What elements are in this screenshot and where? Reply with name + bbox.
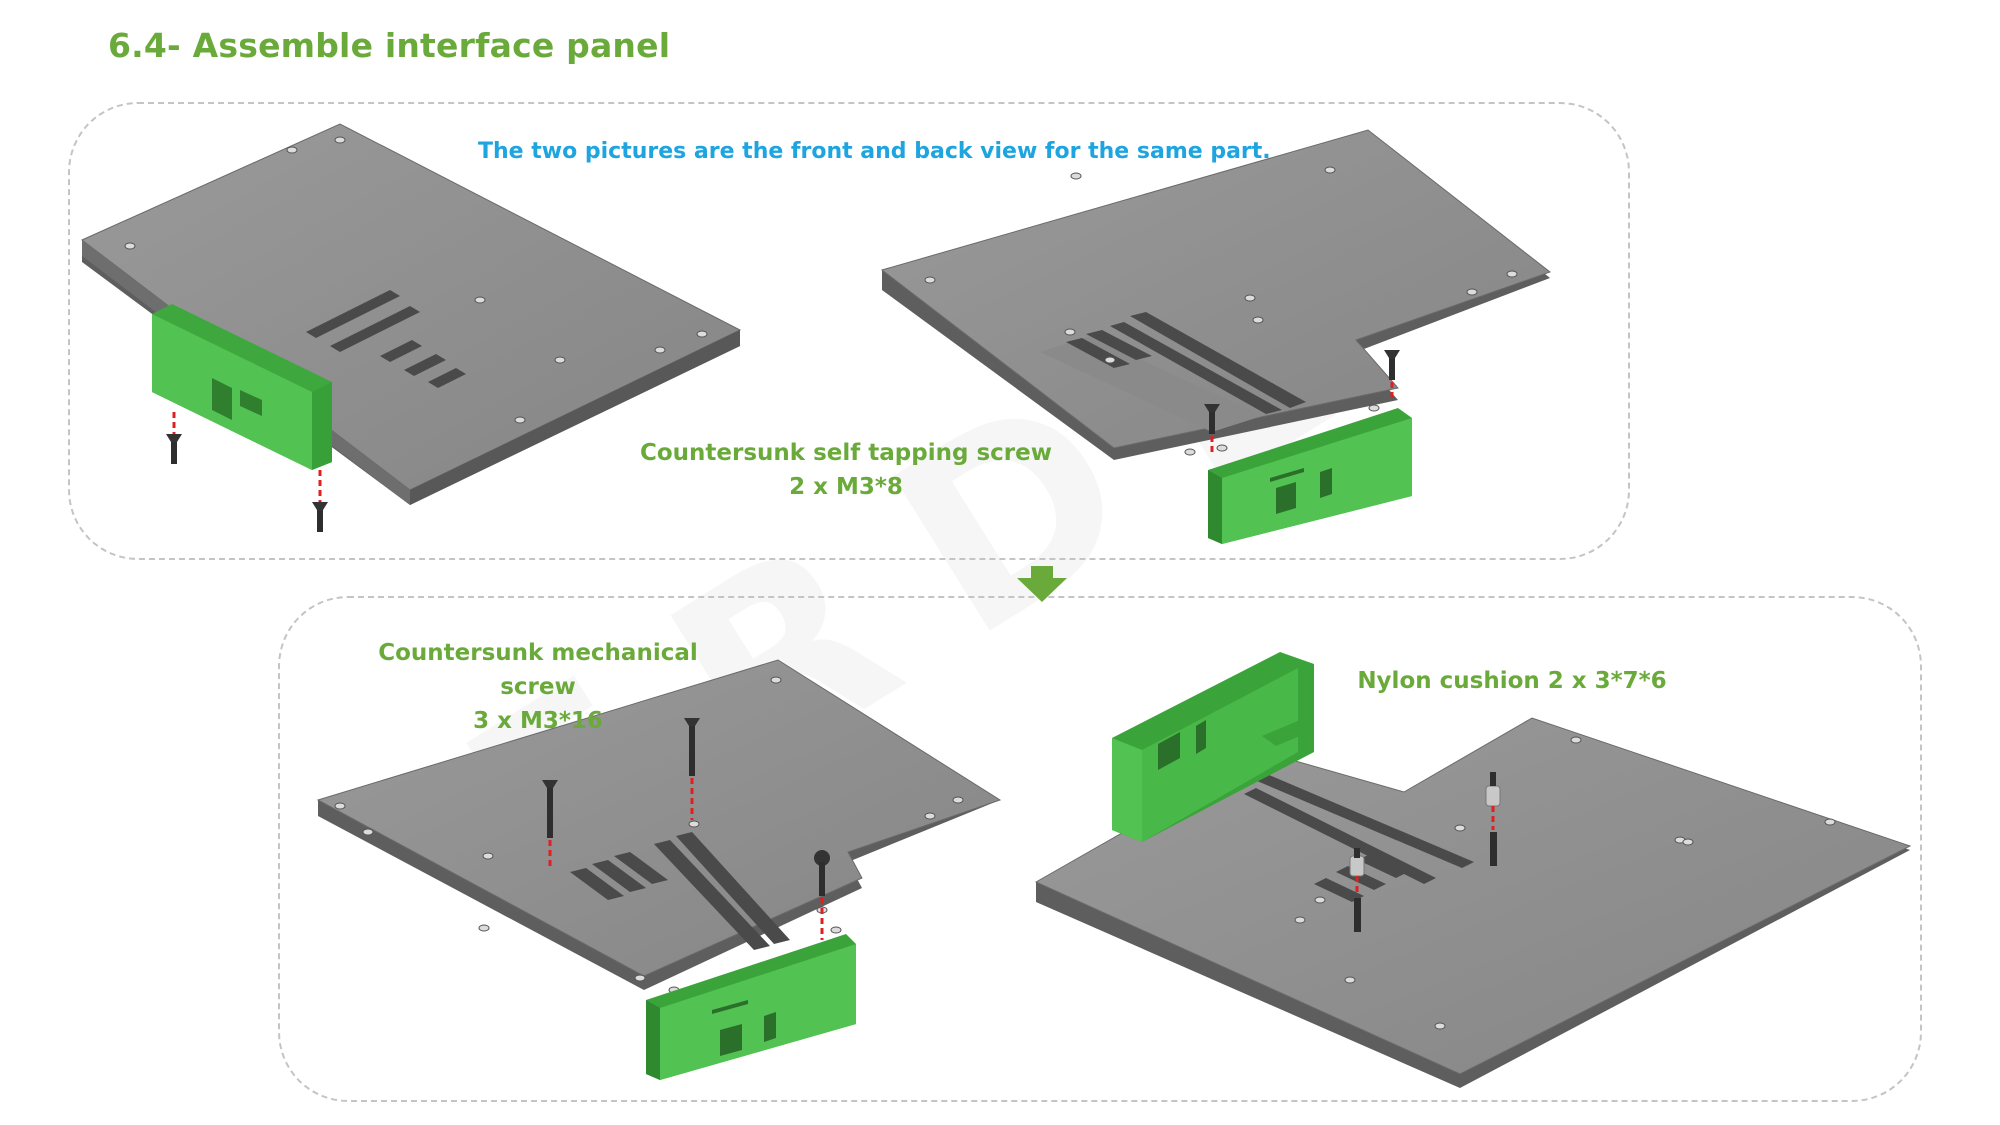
- screw-icon: [166, 412, 182, 464]
- mechanical-screw-label: Countersunk mechanical screw 3 x M3*16: [338, 636, 738, 738]
- plate-nylon-cushions: [1034, 652, 1912, 1088]
- screw-icon: [1204, 404, 1220, 452]
- down-arrow-icon: [1017, 566, 1067, 602]
- mechanical-screw-name: Countersunk mechanical screw: [378, 640, 698, 700]
- self-tapping-screw-qty: 2 x M3*8: [789, 474, 903, 500]
- screw-icon: [1384, 350, 1400, 400]
- plate-back-view: [880, 129, 1552, 544]
- green-bracket-bottom-right: [1112, 652, 1314, 842]
- plate-mechanical-screws: [316, 659, 1002, 1080]
- mechanical-screw-icon: [814, 850, 830, 940]
- plate-front-view: [81, 123, 742, 505]
- top-step-frame: [68, 102, 1630, 560]
- screw-icon: [312, 470, 328, 532]
- mechanical-screw-qty: 3 x M3*16: [473, 708, 603, 734]
- self-tapping-screw-name: Countersunk self tapping screw: [640, 440, 1052, 466]
- mechanical-screw-icon: [684, 718, 700, 820]
- self-tapping-screw-label: Countersunk self tapping screw 2 x M3*8: [636, 436, 1056, 504]
- nylon-cushion-label: Nylon cushion 2 x 3*7*6: [1357, 668, 1667, 694]
- nylon-cushion-icon: [1349, 848, 1365, 932]
- view-note: The two pictures are the front and back …: [478, 139, 1271, 164]
- green-bracket-bottom-left: [646, 934, 856, 1080]
- green-bracket-front: [152, 304, 332, 470]
- mechanical-screw-icon: [542, 780, 558, 868]
- green-bracket-back: [1208, 408, 1412, 544]
- page-title: 6.4- Assemble interface panel: [108, 26, 671, 65]
- nylon-cushion-icon: [1485, 772, 1501, 866]
- bottom-step-frame: [278, 596, 1922, 1102]
